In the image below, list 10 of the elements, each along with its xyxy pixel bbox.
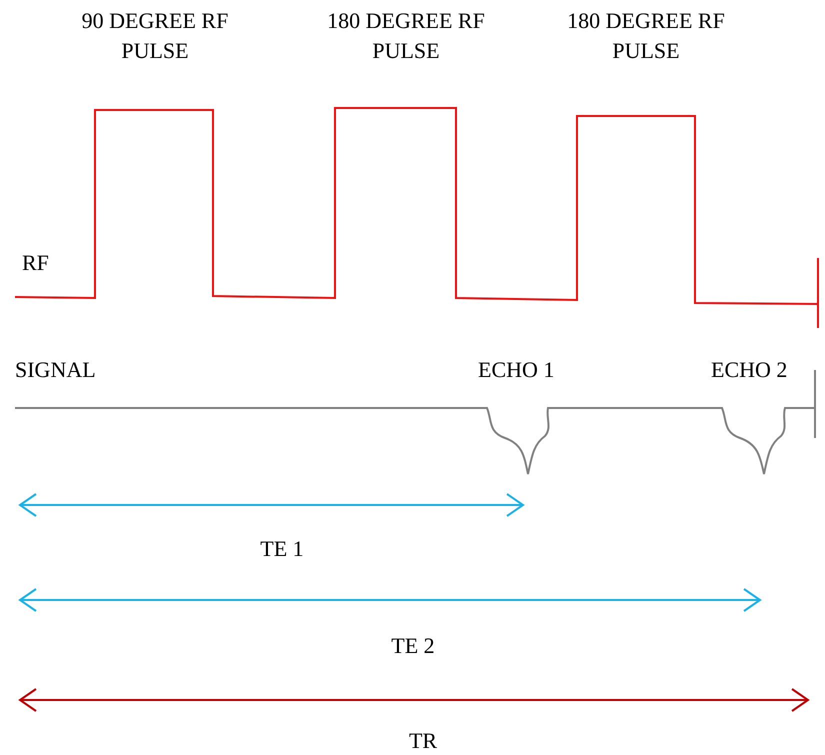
echo-label: ECHO 2: [711, 356, 788, 384]
interval-label: TE 1: [260, 535, 304, 563]
echo-label: ECHO 1: [478, 356, 554, 384]
axis-label: RF: [22, 249, 49, 277]
pulse-label: 90 DEGREE RF PULSE: [80, 7, 230, 65]
axis-label: SIGNAL: [15, 356, 96, 384]
pulse-label: 180 DEGREE RF PULSE: [566, 7, 726, 65]
interval-label: TE 2: [391, 632, 435, 660]
interval-label: TR: [408, 727, 438, 755]
pulse-label: 180 DEGREE RF PULSE: [326, 7, 486, 65]
